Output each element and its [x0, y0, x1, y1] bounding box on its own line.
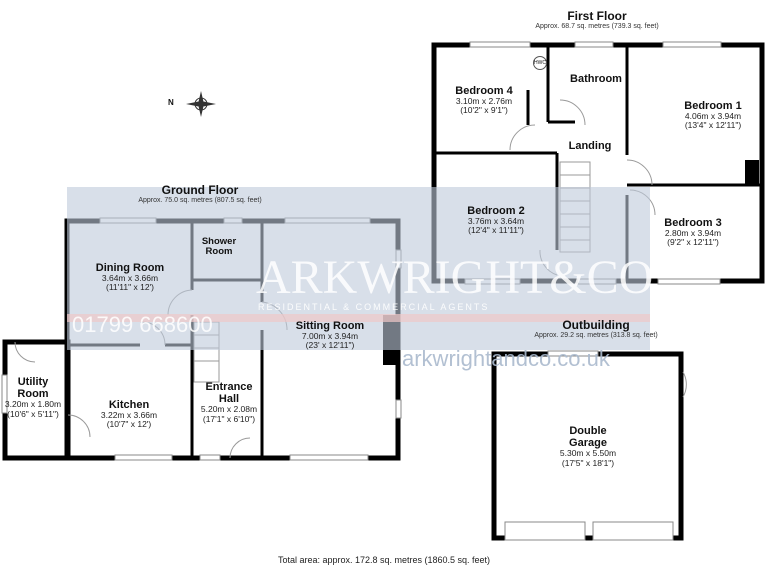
compass-icon: N: [168, 90, 218, 125]
compass-label: N: [168, 98, 174, 107]
watermark-tagline: RESIDENTIAL & COMMERCIAL AGENTS: [258, 302, 490, 312]
outbuilding-area: Approx. 29.2 sq. metres (313.8 sq. feet): [534, 332, 658, 340]
total-area: Total area: approx. 172.8 sq. metres (18…: [277, 555, 491, 565]
watermark-phone: 01799 668600: [72, 312, 213, 337]
room-landing: Landing: [568, 140, 612, 152]
watermark-website: arkwrightandco.co.uk: [402, 346, 610, 371]
room-shower-room: Shower Room: [201, 236, 237, 258]
hwc-cylinder: HWC: [533, 56, 547, 70]
watermark-stripe: [67, 314, 650, 322]
watermark-band: [67, 187, 650, 350]
watermark-brand: ARKWRIGHT&CO: [256, 251, 654, 304]
first-floor-area: Approx. 68.7 sq. metres (739.3 sq. feet): [535, 23, 659, 31]
ground-floor-area: Approx. 75.0 sq. metres (807.5 sq. feet): [138, 197, 262, 205]
room-bathroom: Bathroom: [570, 73, 622, 85]
